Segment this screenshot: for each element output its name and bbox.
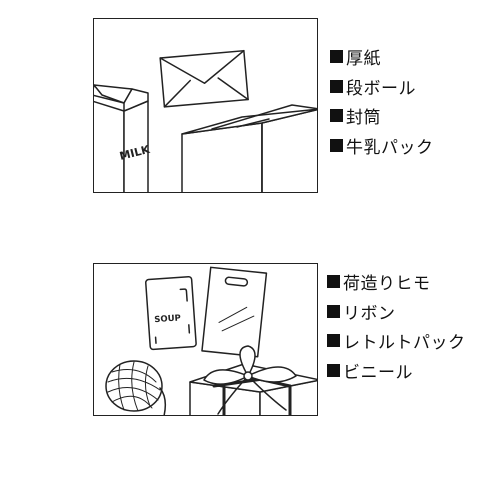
envelope-icon (159, 49, 249, 108)
square-bullet-icon (330, 138, 343, 152)
material-list-paper: 厚紙 段ボール 封筒 牛乳パック (330, 42, 434, 160)
list-item: ビニール (327, 356, 466, 386)
square-bullet-icon (327, 304, 340, 318)
twine-ball-icon (105, 360, 167, 415)
square-bullet-icon (330, 79, 343, 93)
milk-carton-icon: MILK (94, 84, 151, 192)
list-item: リボン (327, 297, 466, 327)
square-bullet-icon (327, 334, 340, 348)
list-item: 段ボール (330, 72, 434, 102)
cardboard-box-icon (181, 104, 317, 192)
square-bullet-icon (330, 109, 343, 123)
illustration-panel-other: SOUP (93, 263, 318, 416)
square-bullet-icon (330, 50, 343, 64)
plastic-bag-icon (201, 266, 268, 358)
gift-box-icon (189, 345, 317, 415)
illustration-panel-paper: MILK (93, 18, 318, 193)
list-item: 牛乳パック (330, 131, 434, 161)
list-item: 荷造りヒモ (327, 267, 466, 297)
list-item: レトルトパック (327, 326, 466, 356)
material-list-other: 荷造りヒモ リボン レトルトパック ビニール (327, 267, 466, 385)
square-bullet-icon (327, 275, 340, 289)
soup-pouch-icon: SOUP (144, 276, 197, 351)
soup-label: SOUP (154, 313, 181, 325)
list-item: 厚紙 (330, 42, 434, 72)
square-bullet-icon (327, 363, 340, 377)
list-item: 封筒 (330, 101, 434, 131)
